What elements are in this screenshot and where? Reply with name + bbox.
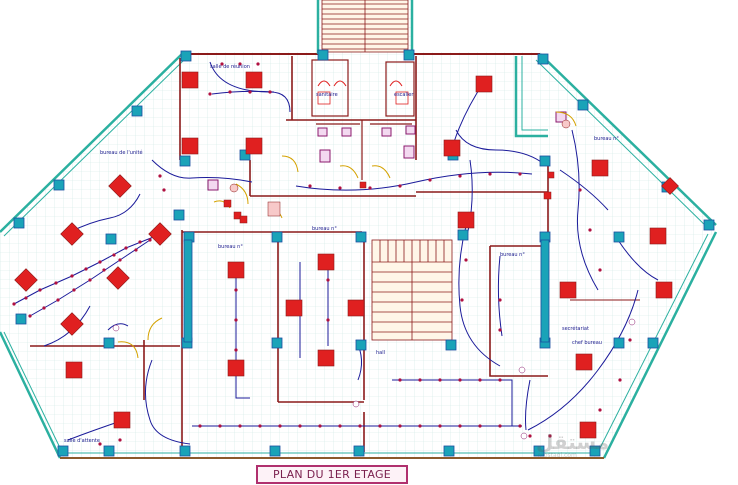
room-label-11: sanitaire bbox=[316, 92, 338, 98]
watermark-url: mostaql.com bbox=[538, 452, 577, 459]
room-label-7: secrétariat bbox=[562, 325, 589, 332]
sanitary-block bbox=[311, 59, 415, 180]
plan-title: PLAN DU 1ER ETAGE bbox=[272, 468, 392, 481]
central-staircase bbox=[371, 239, 453, 341]
room-label-3: bureau n° bbox=[218, 244, 243, 250]
top-staircase bbox=[321, 0, 409, 53]
room-label-4: bureau n° bbox=[312, 226, 337, 232]
room-label-2: bureau de l'unité bbox=[100, 149, 143, 156]
plan-title-box: PLAN DU 1ER ETAGE bbox=[256, 465, 408, 484]
room-label-10: hall bbox=[376, 350, 385, 356]
room-label-8: chef bureau bbox=[572, 340, 602, 346]
room-label-9: salle d'attente bbox=[64, 438, 100, 444]
light-fixtures bbox=[14, 71, 679, 439]
room-label-5: bureau n° bbox=[594, 136, 619, 142]
electrical-outlets bbox=[12, 62, 632, 446]
room-label-12: escalier bbox=[394, 92, 414, 98]
electrical-devices bbox=[112, 119, 636, 440]
room-label-1: salle de réunion bbox=[210, 63, 250, 70]
exterior-walls bbox=[0, 0, 718, 459]
structural-columns bbox=[13, 49, 715, 457]
sanitary-fixtures bbox=[207, 111, 567, 191]
room-label-6: bureau n° bbox=[500, 252, 525, 258]
watermark-logo: مستقل bbox=[536, 430, 610, 454]
